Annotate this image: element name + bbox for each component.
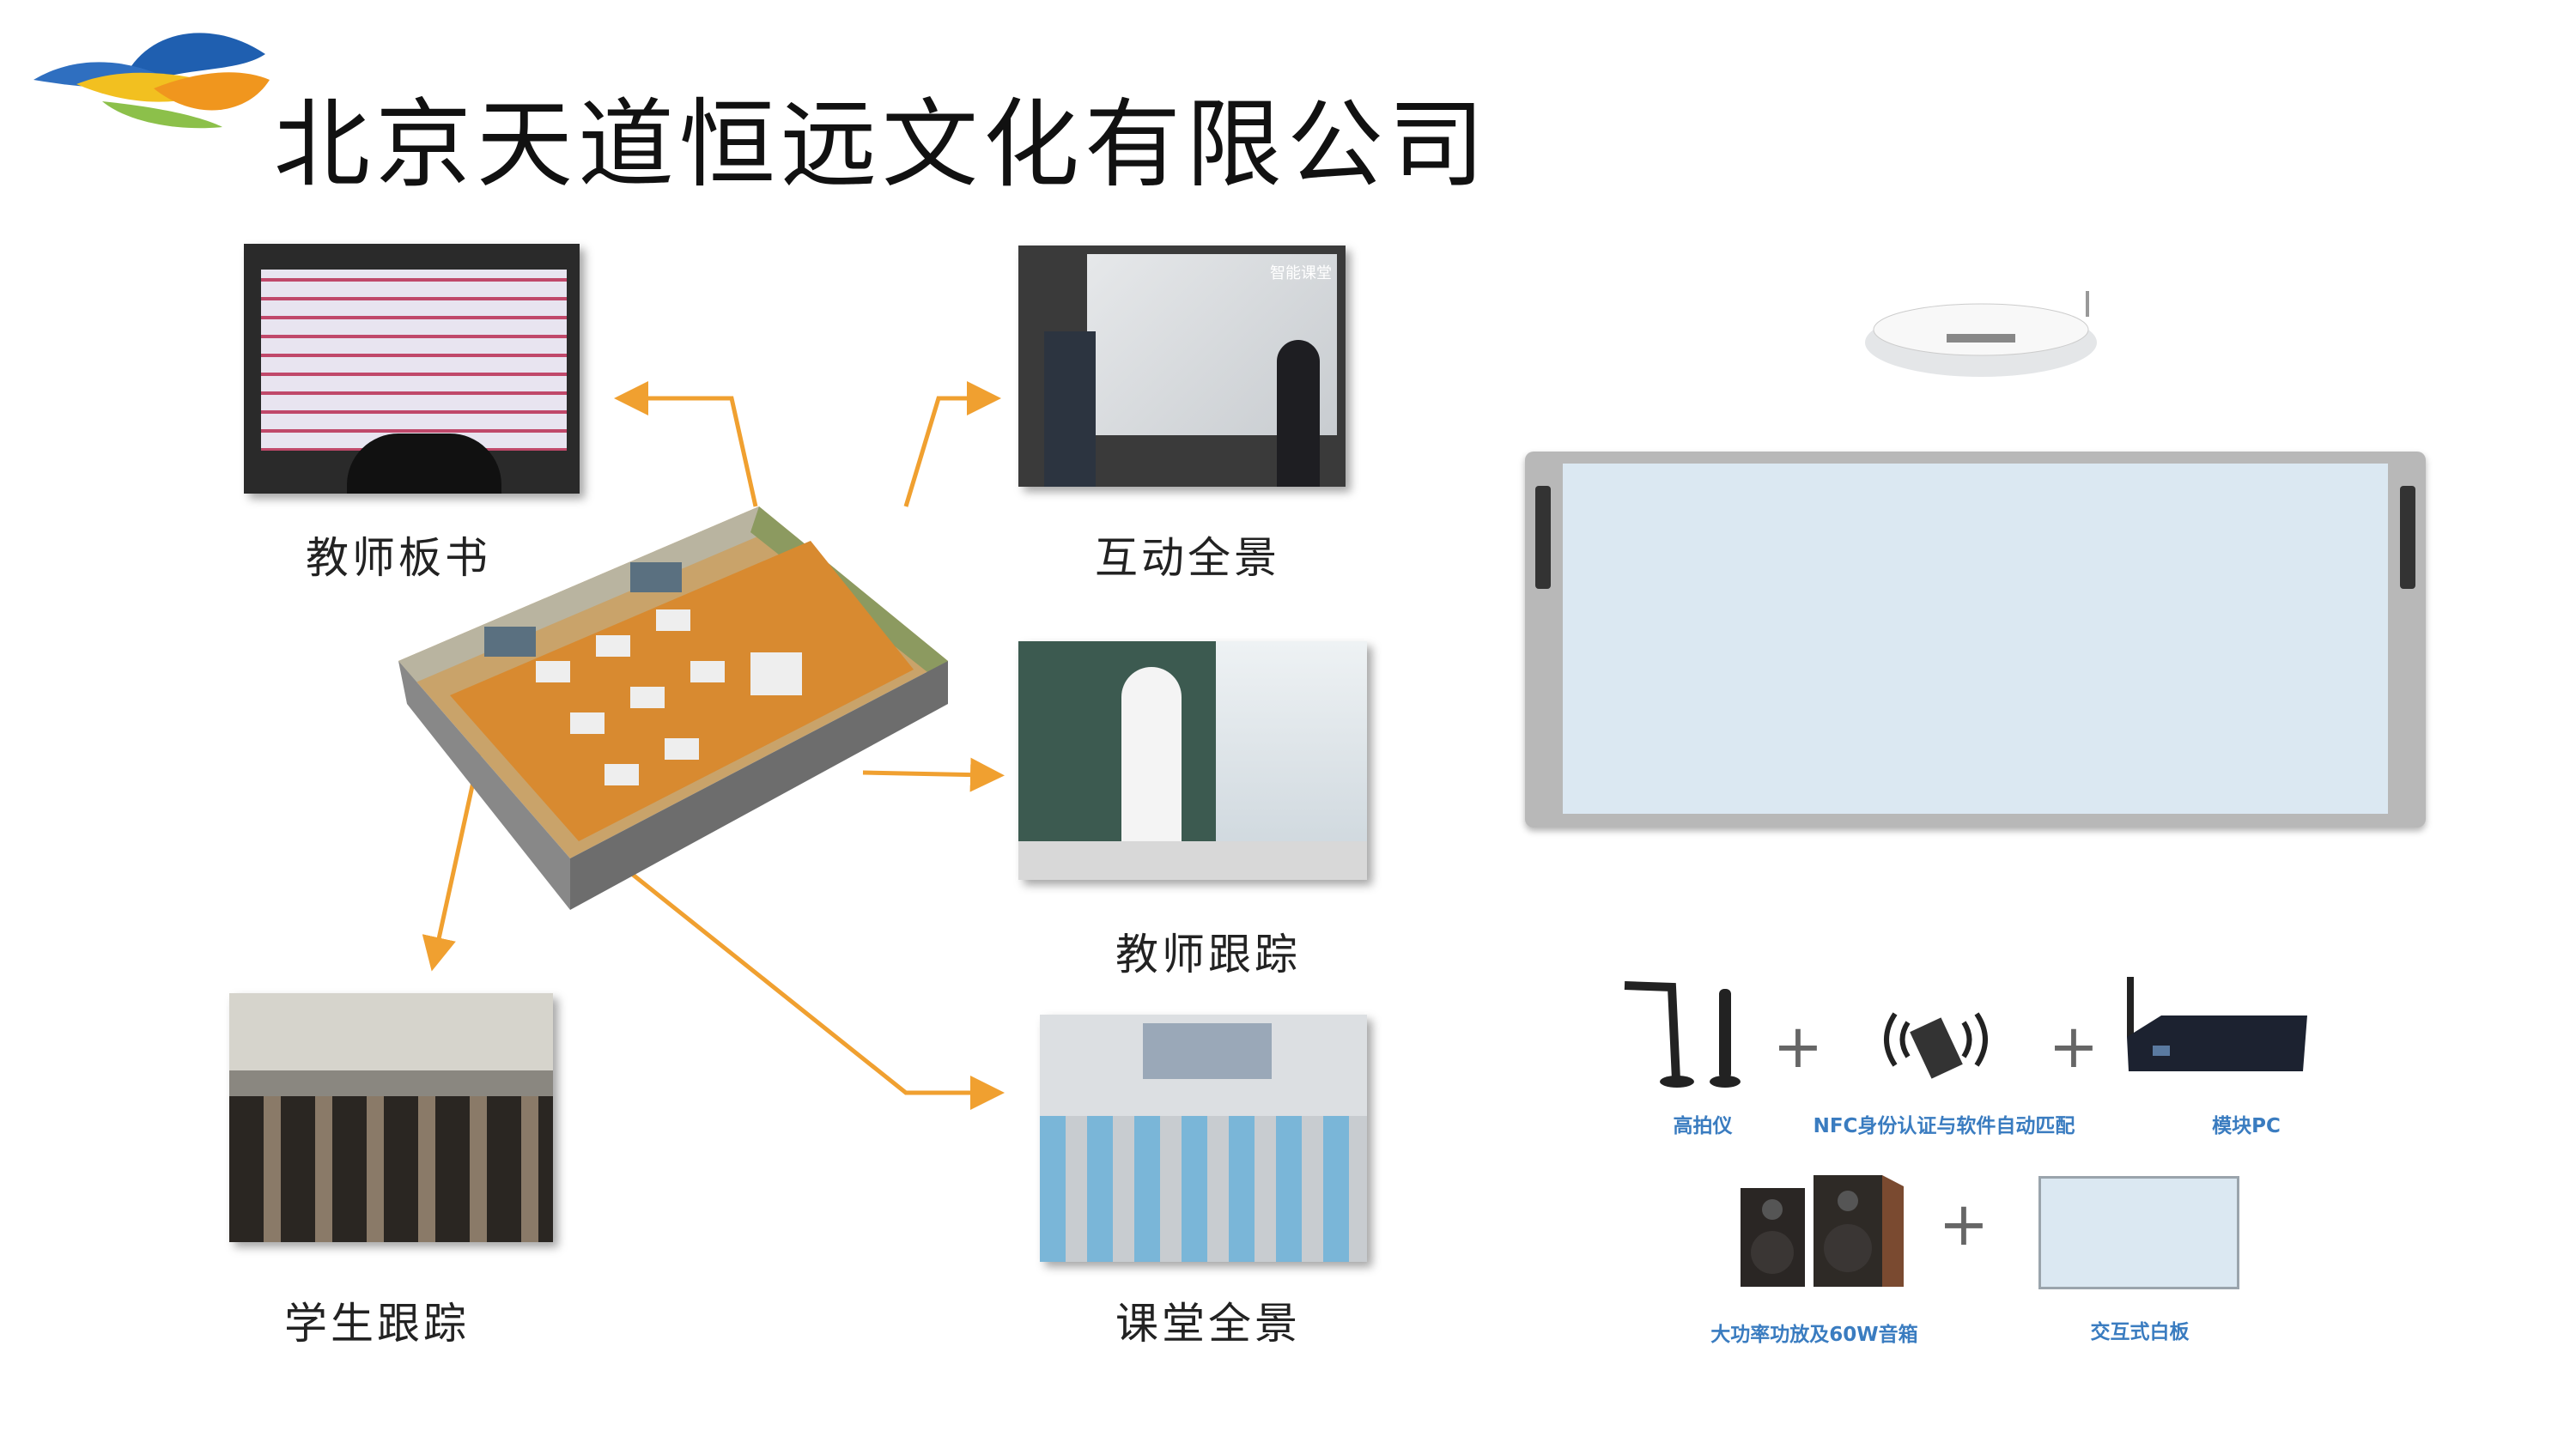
arrow-to-interactive-panorama xyxy=(903,381,1001,507)
company-logo xyxy=(33,33,270,129)
photo-student-tracking xyxy=(229,993,553,1242)
interactive-whiteboard-icon xyxy=(2038,1176,2239,1289)
label-student-tracking: 学生跟踪 xyxy=(284,1299,470,1349)
photo-classroom-panorama xyxy=(1040,1015,1367,1262)
projector-image xyxy=(1865,291,2097,377)
classroom-3d-model xyxy=(398,506,948,910)
label-teacher-tracking: 教师跟踪 xyxy=(1115,930,1301,979)
label-interactive-whiteboard: 交互式白板 xyxy=(2090,1321,2190,1343)
whiteboard-image xyxy=(1525,452,2426,828)
arrow-to-classroom-panorama xyxy=(597,846,1005,1110)
label-teacher-board: 教师板书 xyxy=(306,533,491,583)
photo-teacher-tracking xyxy=(1018,641,1367,880)
page-title: 北京天道恒远文化有限公司 xyxy=(274,89,1490,201)
arrow-to-teacher-board xyxy=(614,381,758,507)
label-module-pc: 模块PC xyxy=(2212,1115,2281,1137)
label-nfc: NFC身份认证与软件自动匹配 xyxy=(1813,1115,2075,1137)
label-interactive-panorama: 互动全景 xyxy=(1095,533,1280,583)
speakers-icon xyxy=(1741,1175,1904,1287)
module-pc-icon xyxy=(2127,977,2307,1071)
arrow-to-teacher-tracking xyxy=(862,757,1005,792)
photo-interactive-panorama: 智能课堂 xyxy=(1018,246,1346,487)
label-classroom-panorama: 课堂全景 xyxy=(1115,1299,1301,1349)
plus-sign: + xyxy=(2048,1011,2099,1082)
plus-sign: + xyxy=(1772,1011,1824,1082)
document-camera-icon xyxy=(1624,981,1741,1088)
photo-teacher-board xyxy=(244,244,580,494)
nfc-icon xyxy=(1884,1012,1988,1079)
screen-overlay-text: 智能课堂 xyxy=(1270,264,1332,282)
label-speakers: 大功率功放及60W音箱 xyxy=(1710,1324,1918,1346)
plus-sign: + xyxy=(1938,1189,1990,1259)
label-document-camera: 高拍仪 xyxy=(1673,1115,1733,1137)
